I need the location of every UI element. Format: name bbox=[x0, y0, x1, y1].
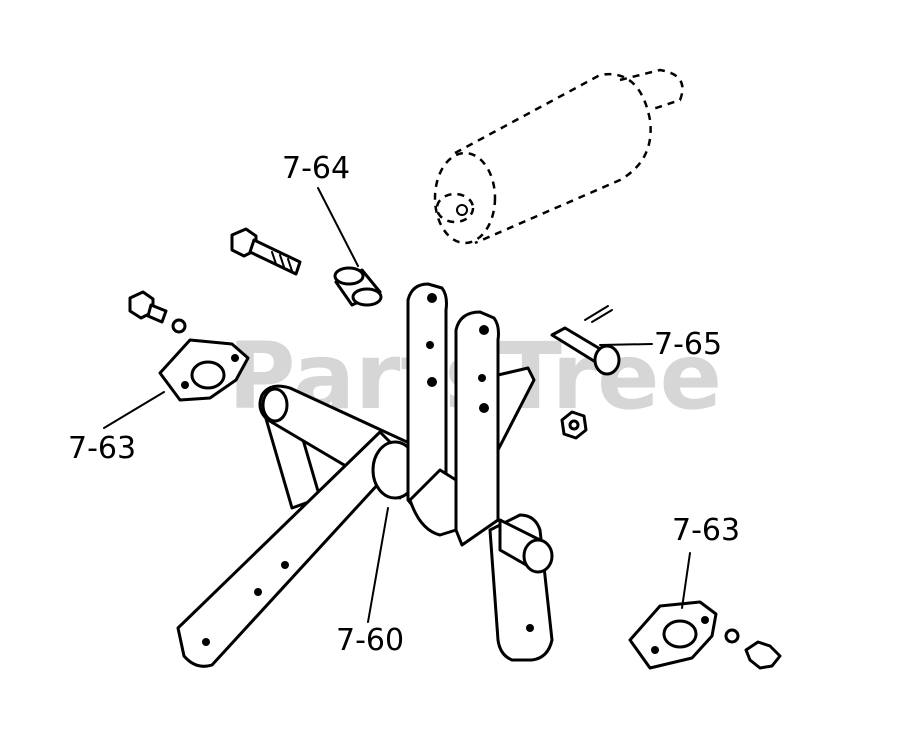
pedal-shaft-assembly bbox=[176, 282, 554, 668]
clevis-pin bbox=[550, 305, 621, 376]
leader-lines bbox=[103, 187, 691, 623]
callout-7-60: 7-60 bbox=[336, 623, 404, 658]
callout-7-63-right: 7-63 bbox=[672, 513, 740, 548]
callout-7-65: 7-65 bbox=[654, 327, 722, 362]
small-bolt-left bbox=[128, 290, 187, 334]
flange-right bbox=[628, 600, 782, 670]
flange-left bbox=[158, 338, 250, 402]
callout-7-63-left: 7-63 bbox=[68, 431, 136, 466]
motor-phantom bbox=[433, 68, 684, 245]
callout-7-64: 7-64 bbox=[282, 151, 350, 186]
nut bbox=[560, 410, 588, 440]
long-bolt bbox=[230, 227, 302, 276]
spacer-tube bbox=[333, 266, 383, 307]
